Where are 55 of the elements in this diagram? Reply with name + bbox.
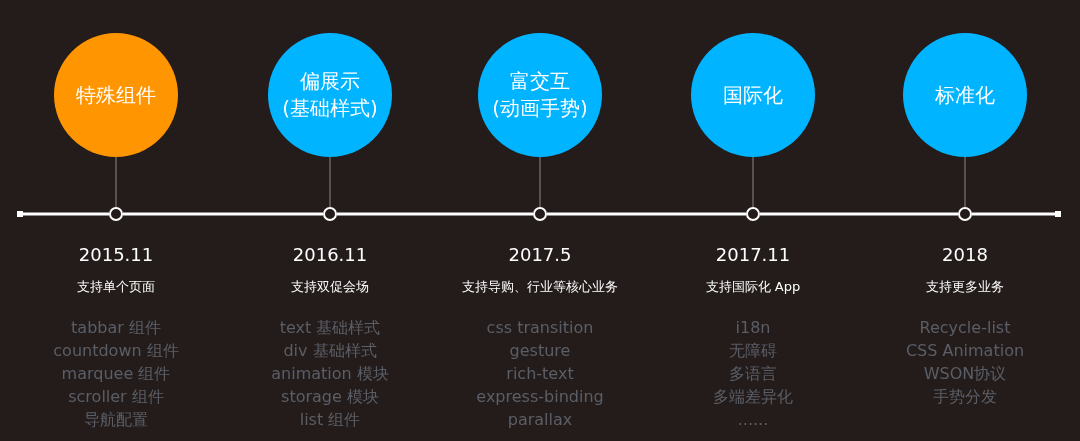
- milestone-description: 支持国际化 App: [705, 278, 801, 296]
- feature-item: 多语言: [729, 364, 777, 385]
- feature-item: CSS Animation: [905, 341, 1025, 360]
- connector-line: [752, 156, 754, 208]
- timeline-dot: [958, 207, 972, 221]
- date-label: 2017.11: [715, 244, 791, 265]
- milestone-label: 国际化: [723, 81, 783, 109]
- timeline-axis: [123, 212, 323, 216]
- milestone-description: 支持单个页面: [77, 278, 155, 296]
- connector-line: [329, 156, 331, 208]
- feature-item: div 基础样式: [283, 341, 377, 362]
- feature-item: parallax: [507, 410, 573, 429]
- feature-item: 手势分发: [933, 387, 997, 408]
- timeline-axis: [547, 212, 746, 216]
- milestone-description: 支持导购、行业等核心业务: [462, 278, 618, 296]
- feature-item: marquee 组件: [61, 364, 171, 385]
- date-label: 2017.5: [508, 244, 572, 265]
- feature-item: 多端差异化: [713, 387, 793, 408]
- connector-line: [539, 156, 541, 208]
- milestone-label: (基础样式): [282, 95, 378, 122]
- timeline-dot: [746, 207, 760, 221]
- timeline-dot: [109, 207, 123, 221]
- milestone-label: 标准化: [935, 81, 995, 109]
- feature-item: WSON协议: [923, 364, 1007, 385]
- timeline-axis: [760, 212, 958, 216]
- feature-item: i18n: [735, 318, 771, 337]
- feature-item: Recycle-list: [919, 318, 1011, 337]
- feature-item: 无障碍: [729, 341, 777, 362]
- date-label: 2016.11: [292, 244, 368, 265]
- feature-item: 导航配置: [84, 410, 148, 431]
- feature-item: scroller 组件: [68, 387, 164, 408]
- feature-item: ......: [737, 410, 769, 429]
- feature-item: express-binding: [476, 387, 604, 406]
- timeline-dot: [533, 207, 547, 221]
- milestone-label: (动画手势): [492, 95, 588, 122]
- date-label: 2018: [942, 244, 988, 265]
- feature-item: rich-text: [506, 364, 574, 383]
- feature-item: tabbar 组件: [71, 318, 161, 339]
- milestone-label: 偏展示: [300, 68, 360, 95]
- milestone-description: 支持更多业务: [926, 278, 1004, 296]
- milestone-description: 支持双促会场: [291, 278, 369, 296]
- feature-item: gesture: [509, 341, 571, 360]
- milestone-label: 特殊组件: [76, 81, 156, 109]
- timeline-dot: [323, 207, 337, 221]
- feature-item: text 基础样式: [279, 318, 381, 339]
- feature-item: list 组件: [299, 410, 361, 431]
- feature-item: css transition: [486, 318, 594, 337]
- feature-item: storage 模块: [281, 387, 379, 408]
- milestone-label: 富交互: [510, 68, 570, 95]
- date-label: 2015.11: [78, 244, 154, 265]
- connector-line: [115, 156, 117, 208]
- feature-item: countdown 组件: [53, 341, 179, 362]
- timeline-axis: [337, 212, 533, 216]
- feature-item: animation 模块: [271, 364, 389, 385]
- connector-line: [964, 156, 966, 208]
